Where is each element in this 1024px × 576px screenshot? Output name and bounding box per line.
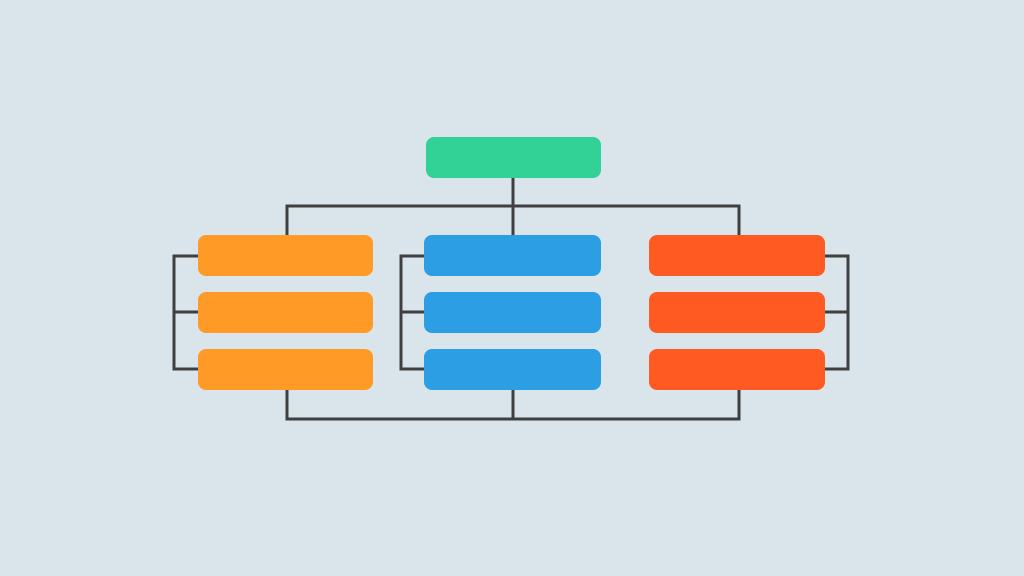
right-node-2 xyxy=(649,292,825,333)
center-node-2 xyxy=(424,292,601,333)
left-node-2 xyxy=(198,292,373,333)
right-node-1 xyxy=(649,235,825,276)
diagram-nodes xyxy=(198,137,825,390)
left-node-1 xyxy=(198,235,373,276)
connector-lines xyxy=(172,176,850,421)
center-node-3 xyxy=(424,349,601,390)
left-node-3 xyxy=(198,349,373,390)
center-node-1 xyxy=(424,235,601,276)
right-node-3 xyxy=(649,349,825,390)
root-node xyxy=(426,137,601,178)
